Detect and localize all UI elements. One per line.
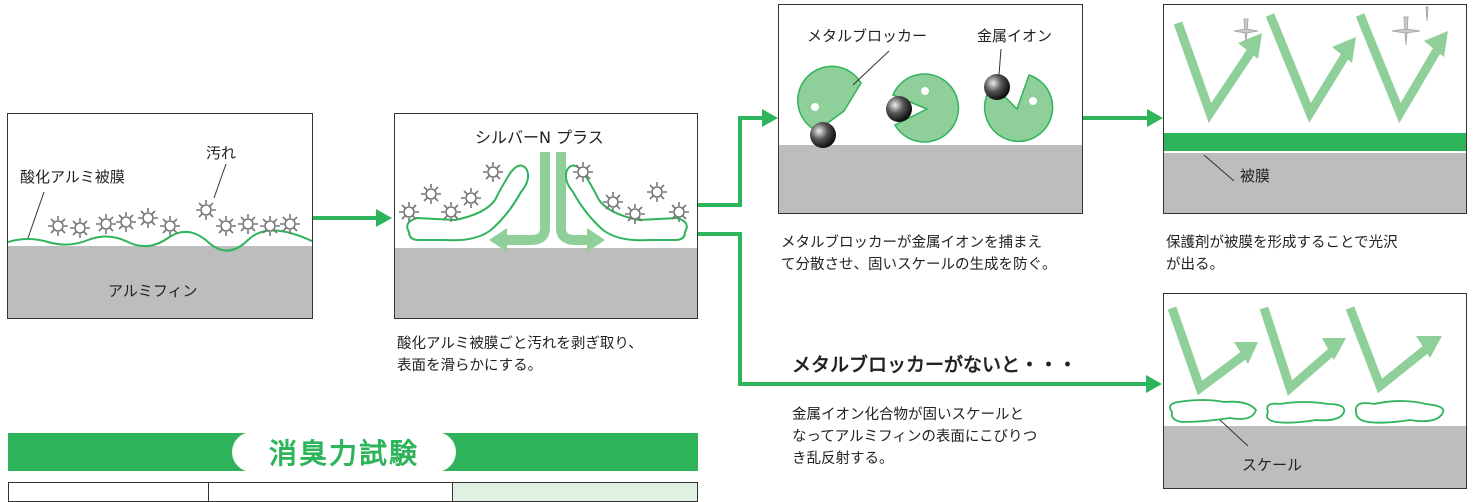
film-label: 被膜	[1240, 167, 1271, 185]
scale-label: スケール	[1242, 456, 1303, 474]
panel-aluminum-fin: 酸化アルミ被膜 汚れ アルミフィン	[7, 113, 313, 319]
blocker-pacman	[983, 74, 1054, 143]
arrow-head	[1146, 375, 1162, 393]
dirt-illustration	[8, 163, 312, 318]
arrow-head	[1147, 109, 1163, 127]
reflection-illustration	[1173, 6, 1448, 182]
dirt-particle	[116, 212, 136, 232]
blocker-pacman	[892, 73, 960, 143]
table-cell	[209, 483, 453, 501]
dirt-particle	[238, 214, 258, 234]
panel-scale: スケール	[1163, 293, 1467, 489]
panel-cleaning: シルバーN プラス	[394, 113, 698, 319]
coating-label: 酸化アルミ被膜	[20, 168, 125, 186]
panel-metal-blocker: メタルブロッカー 金属イオン	[778, 4, 1083, 214]
dirt-particle	[96, 214, 116, 234]
metal-blocker-illustration	[797, 48, 1054, 148]
cleaning-illustration	[399, 152, 689, 252]
blocker-label: メタルブロッカー	[807, 27, 928, 45]
dirt-particle	[260, 216, 280, 236]
ion-label: 金属イオン	[977, 27, 1053, 45]
dirt-particle	[196, 200, 216, 220]
dirt-particle	[138, 208, 158, 228]
no-blocker-heading: メタルブロッカーがないと・・・	[792, 354, 1078, 376]
scale-illustration	[1167, 306, 1445, 447]
dirt-label: 汚れ	[206, 144, 237, 162]
fin-surface	[1164, 153, 1466, 213]
arrow-head	[762, 109, 778, 127]
scale-deposit	[1266, 401, 1346, 424]
fin-label: アルミフィン	[108, 282, 198, 300]
scale-caption: 金属イオン化合物が固いスケールとなってアルミフィンの表面にこびりつき乱反射する。	[792, 407, 1038, 467]
gloss-caption: 保護剤が被膜を形成することで光沢が出る。	[1166, 235, 1398, 273]
protective-film	[1164, 133, 1466, 151]
metal-blocker-caption: メタルブロッカーが金属イオンを捕まえて分散させ、固いスケールの生成を防ぐ。	[781, 235, 1057, 273]
scale-deposit	[1354, 400, 1445, 424]
dirt-particle	[48, 216, 68, 236]
product-label: シルバーN プラス	[475, 128, 604, 147]
scale-deposit	[1169, 399, 1258, 423]
dirt-particle	[70, 218, 90, 238]
table-cell	[453, 483, 697, 501]
cleaning-caption: 酸化アルミ被膜ごと汚れを剥ぎ取り、表面を滑らかにする。	[397, 336, 643, 374]
panel-gloss: 被膜	[1163, 4, 1467, 214]
arrow-head	[376, 209, 392, 227]
test-table	[8, 482, 698, 502]
dirt-particle	[216, 216, 236, 236]
fin-surface	[395, 248, 697, 318]
fin-surface	[779, 145, 1082, 213]
dirt-particle	[280, 214, 300, 234]
fin-surface	[1164, 426, 1466, 488]
section-title: 消臭力試験	[232, 432, 456, 472]
table-cell	[9, 483, 209, 501]
dirt-particle	[160, 216, 180, 236]
blocker-pacman	[797, 65, 862, 132]
